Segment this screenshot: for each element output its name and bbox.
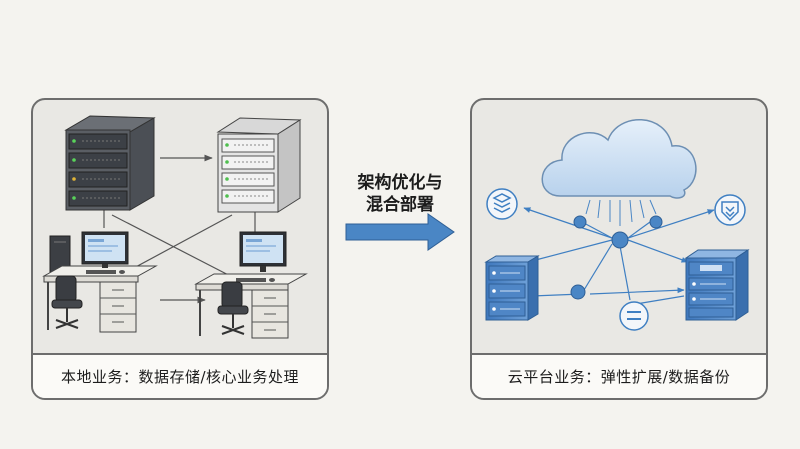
blue-server-icon bbox=[684, 249, 750, 321]
download-shield-icon bbox=[714, 194, 746, 226]
database-icon bbox=[486, 188, 518, 220]
rack-server-icon bbox=[64, 115, 156, 211]
cloud-caption: 云平台业务：弹性扩展/数据备份 bbox=[472, 353, 766, 398]
office-chair-icon bbox=[51, 275, 83, 329]
computer-desk-icon bbox=[194, 231, 308, 339]
computer-desk-icon bbox=[42, 231, 158, 333]
cloud-panel: 云平台业务：弹性扩展/数据备份 bbox=[470, 98, 768, 400]
tower-server-icon bbox=[216, 117, 302, 213]
transition-label-line1: 架构优化与 bbox=[357, 173, 443, 193]
network-node-icon bbox=[570, 215, 663, 300]
blue-server-icon bbox=[484, 255, 540, 321]
transition-arrow bbox=[345, 213, 455, 251]
transition-label-line2: 混合部署 bbox=[366, 195, 434, 215]
cloud-data-streams bbox=[585, 199, 657, 226]
office-chair-icon bbox=[217, 281, 249, 335]
equals-node-icon bbox=[619, 301, 649, 331]
on-premise-caption: 本地业务：数据存储/核心业务处理 bbox=[33, 353, 327, 398]
cloud-icon bbox=[541, 118, 697, 199]
